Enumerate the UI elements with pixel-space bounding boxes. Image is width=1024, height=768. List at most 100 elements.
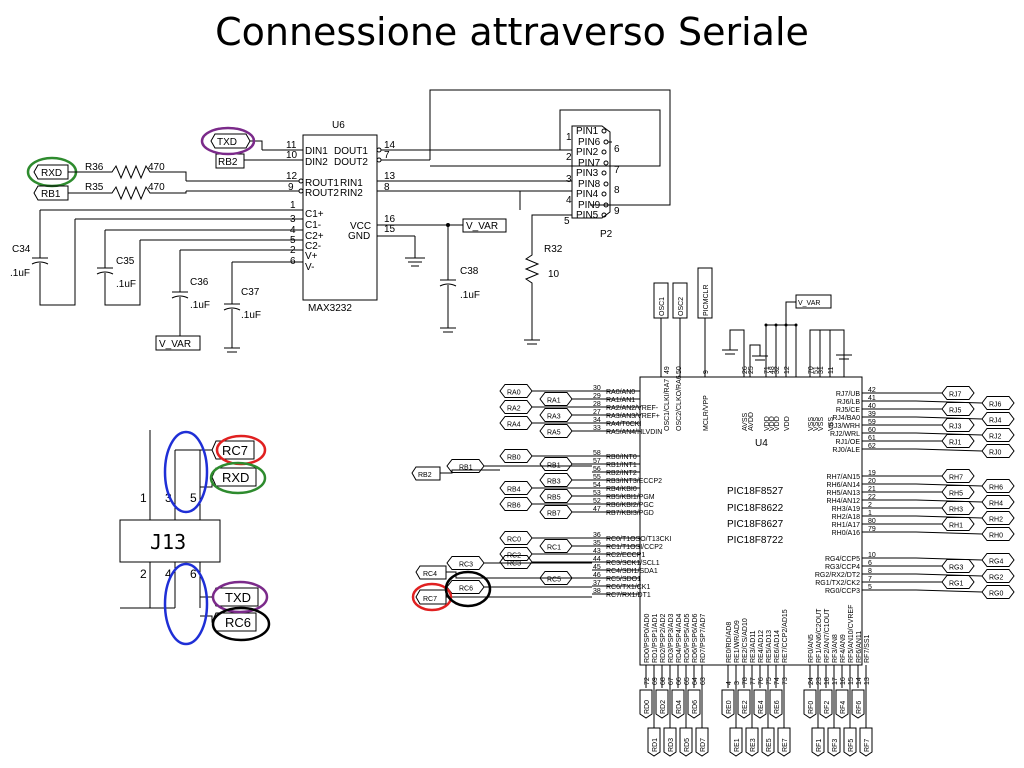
- mcu-bottom-pin-name: RE1/WR/AD9: [734, 620, 741, 663]
- svg-text:470: 470: [148, 182, 165, 193]
- mcu-right-pin-name: RG2/RX2/DT2: [815, 572, 860, 579]
- svg-text:V_VAR: V_VAR: [466, 221, 498, 232]
- mcu-right-pin-name: RH0/A16: [832, 530, 861, 537]
- mcu-bottom-net-re5-text: RE5: [766, 738, 773, 752]
- mcu-right-net-rh3: RH3: [941, 501, 975, 515]
- mcu-bottom-pin-name: RE7/CCP2/AD15: [782, 609, 789, 663]
- max3232-pin-vcc: 16 VCC: [350, 214, 463, 232]
- mcu-left-net-rb6: RB6: [499, 497, 533, 511]
- svg-text:14: 14: [384, 140, 396, 151]
- mcu-bottom-net-rd4: RD4: [671, 689, 685, 719]
- mcu-right-pin-num: 39: [868, 411, 876, 418]
- svg-text:J13: J13: [150, 530, 186, 554]
- mcu-bottom-pin-num: 67: [668, 677, 675, 685]
- mcu-left-pin-name: RB6/KBI2/PGC: [606, 502, 654, 509]
- mcu-bottom-pin-num: 14: [856, 677, 863, 685]
- mcu-left-pin-name: RA3/AN3/VREF+: [606, 413, 660, 420]
- mcu-right-pin-num: 19: [868, 470, 876, 477]
- max3232-pin-c1m: 3 C1-: [75, 214, 321, 231]
- mcu-right-net-rj2: RJ2: [981, 428, 1015, 442]
- svg-text:6: 6: [190, 567, 197, 581]
- mcu-left-pin-name: RC1/T1OSI/CCP2: [606, 544, 663, 551]
- mcu-left-pin-num: 36: [593, 532, 601, 539]
- mcu-top-pin-name: VSS: [828, 417, 835, 431]
- svg-text:9: 9: [288, 182, 294, 193]
- mcu-top-pin-name: VSS: [813, 417, 820, 431]
- mcu-left-net-rc3-text: RC3: [459, 562, 473, 569]
- max3232-pin-din2: 10 DIN2: [244, 150, 328, 168]
- mcu-right-net-rj4-text: RJ4: [989, 418, 1002, 425]
- mcu-right-net-rj0: RJ0: [981, 444, 1015, 458]
- mcu-left-net-rb3: RB3: [539, 473, 573, 487]
- mcu-ref: U4: [755, 438, 768, 449]
- mcu-left-pin-name: RA0/AN0: [606, 389, 635, 396]
- mcu-right-pin-name: RJ1/OE: [835, 439, 860, 446]
- mcu-bottom-net-rd1-text: RD1: [652, 738, 659, 752]
- mcu-right-net-rg1-text: RG1: [949, 581, 964, 588]
- mcu-left-pin-num: 46: [593, 572, 601, 579]
- mcu-bottom-net-rd0: RD0: [639, 689, 653, 719]
- mcu-left-net-rc6-text: RC6: [459, 586, 473, 593]
- mcu-left-net-rb1-alt-text: RB1: [459, 465, 473, 472]
- mcu-right-pin-name: RH3/A19: [832, 506, 861, 513]
- mcu-bottom-net-re4-text: RE4: [758, 700, 765, 714]
- svg-text:RB2: RB2: [418, 472, 432, 479]
- mcu-right-pin-num: 7: [868, 576, 872, 583]
- mcu-left-pin-name: RB7/KBI3/PGD: [606, 510, 654, 517]
- mcu-right-pin-name: RJ6/LB: [837, 399, 860, 406]
- capacitor-c35: C35 .1uF: [96, 230, 141, 306]
- mcu-left-pin-name: RC2/ECCP1: [606, 552, 645, 559]
- mcu-bottom-net-rf4: RF4: [835, 689, 849, 719]
- mcu-left-net-ra3-text: RA3: [547, 414, 561, 421]
- svg-text:12: 12: [286, 171, 298, 182]
- mcu-top-pin-name: VDD: [769, 416, 776, 431]
- mcu-right-net-rg1: RG1: [941, 575, 975, 589]
- svg-text:RXD: RXD: [222, 470, 249, 485]
- mcu-top-pin-num: 51: [813, 366, 820, 374]
- mcu-left-pin-num: 34: [593, 417, 601, 424]
- mcu-left-pin-name: RC4/SDI1/SDA1: [606, 568, 658, 575]
- mcu-bottom-pin-num: 64: [692, 677, 699, 685]
- mcu-left-net-rb1: RB1: [539, 457, 573, 471]
- mcu-left-pin-num: 45: [593, 564, 601, 571]
- svg-text:RC6: RC6: [225, 615, 251, 630]
- svg-text:RB1: RB1: [41, 189, 61, 200]
- mcu-right-pin-num: 61: [868, 435, 876, 442]
- mcu-bottom-pin-num: 74: [774, 677, 781, 685]
- mcu-left-pin-num: 57: [593, 458, 601, 465]
- mcu-right-net-rg3-text: RG3: [949, 565, 964, 572]
- mcu-bottom-net-re5: RE5: [761, 727, 775, 757]
- svg-text:PIN2: PIN2: [576, 147, 599, 158]
- mcu-right-net-rj5-text: RJ5: [949, 408, 962, 415]
- mcu-left-pin-name: RB2/INT2: [606, 470, 637, 477]
- mcu-bottom-pin-num: 66: [676, 677, 683, 685]
- svg-text:1: 1: [566, 132, 572, 143]
- mcu-bottom-net-rd5: RD5: [679, 727, 693, 757]
- max3232-pin-gnd: 15 GND: [348, 224, 416, 258]
- svg-text:5: 5: [290, 235, 296, 246]
- mcu-right-net-rh7: RH7: [941, 469, 975, 483]
- mcu-bottom-pin-name: RF6/AN11: [856, 631, 863, 663]
- j13-bottom-blue-highlight: [163, 562, 209, 646]
- mcu-top-pin-num: 32: [774, 366, 781, 374]
- mcu-left-pin-name: RC3/SCK1/SCL1: [606, 560, 660, 567]
- mcu-bottom-net-rd2-text: RD2: [660, 700, 667, 714]
- mcu-left-pin-num: 55: [593, 474, 601, 481]
- mcu-right-net-rj1: RJ1: [941, 434, 975, 448]
- mcu-right-net-rh0: RH0: [981, 527, 1015, 541]
- mcu-top-pin-num: 26: [742, 366, 749, 374]
- mcu-bottom-net-re2-text: RE2: [742, 700, 749, 714]
- max3232-pin-rout1: 12 ROUT1: [186, 171, 339, 189]
- mcu-top-pin-name: OSC2/CLKO/RA6: [676, 375, 683, 431]
- svg-text:8: 8: [384, 182, 390, 193]
- mcu-left-net-rc1-text: RC1: [547, 545, 561, 552]
- svg-text:C37: C37: [241, 287, 260, 298]
- mcu-left-pin-num: 38: [593, 588, 601, 595]
- mcu-right-pin-num: 8: [868, 568, 872, 575]
- mcu-right-net-rh5: RH5: [941, 485, 975, 499]
- mcu-right-net-rj2-text: RJ2: [989, 434, 1002, 441]
- j13-jumper: J13 1 3 5 2 4 6 RC7 RXD TXD RC6: [119, 430, 271, 646]
- mcu-left-pin-num: 35: [593, 540, 601, 547]
- mcu-top-pin-name: VSS: [818, 417, 825, 431]
- mcu-bottom-net-rf1: RF1: [811, 727, 825, 757]
